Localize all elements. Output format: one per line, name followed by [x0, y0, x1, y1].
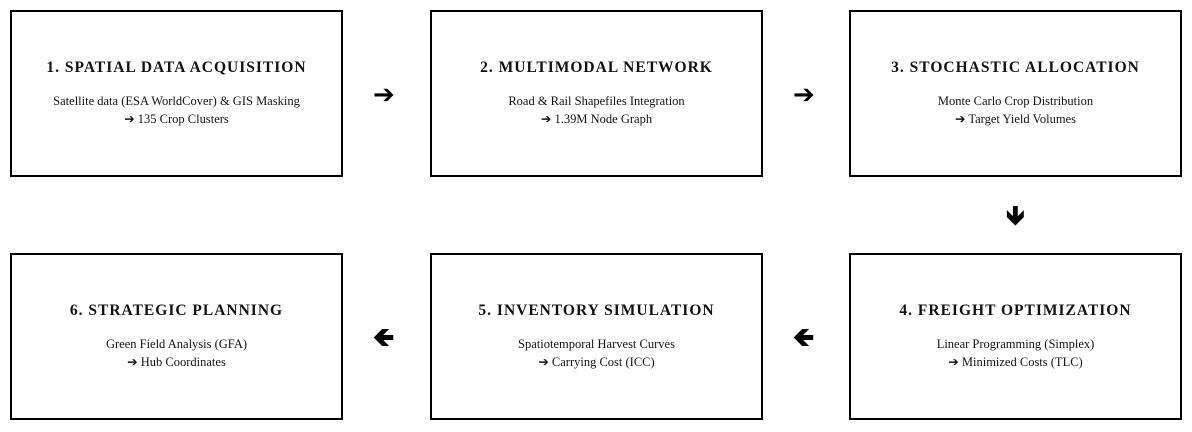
- left-arrow-icon: 🡸: [793, 323, 815, 353]
- step-title: 1. SPATIAL DATA ACQUISITION: [46, 59, 307, 76]
- step-title: 2. MULTIMODAL NETWORK: [480, 59, 713, 76]
- step-output: ➔ Carrying Cost (ICC): [538, 355, 655, 369]
- down-arrow-icon: 🡻: [1006, 201, 1025, 231]
- step-title: 3. STOCHASTIC ALLOCATION: [891, 59, 1140, 76]
- step-output: ➔ Hub Coordinates: [127, 355, 226, 369]
- step-title: 6. STRATEGIC PLANNING: [69, 302, 284, 319]
- step-description: Road & Rail Shapefiles Integration: [508, 94, 685, 108]
- step-description: Green Field Analysis (GFA): [105, 337, 248, 351]
- step-output: ➔ Minimized Costs (TLC): [948, 355, 1083, 369]
- step-output: ➔ 1.39M Node Graph: [540, 112, 653, 126]
- step-box-multimodal-network: 2. MULTIMODAL NETWORK Road & Rail Shapef…: [430, 10, 763, 177]
- step-box-strategic-planning: 6. STRATEGIC PLANNING Green Field Analys…: [10, 253, 343, 420]
- step-output: ➔ Target Yield Volumes: [954, 112, 1077, 126]
- step-title: 4. FREIGHT OPTIMIZATION: [899, 302, 1132, 319]
- step-box-inventory-simulation: 5. INVENTORY SIMULATION Spatiotemporal H…: [430, 253, 763, 420]
- right-arrow-icon: ➔: [793, 80, 815, 110]
- step-box-freight-optimization: 4. FREIGHT OPTIMIZATION Linear Programmi…: [849, 253, 1182, 420]
- right-arrow-icon: ➔: [373, 80, 395, 110]
- left-arrow-icon: 🡸: [373, 323, 395, 353]
- step-output: ➔ 135 Crop Clusters: [124, 112, 229, 126]
- step-description: Satellite data (ESA WorldCover) & GIS Ma…: [53, 94, 300, 108]
- step-description: Monte Carlo Crop Distribution: [937, 94, 1094, 108]
- step-box-spatial-data-acquisition: 1. SPATIAL DATA ACQUISITION Satellite da…: [10, 10, 343, 177]
- step-description: Spatiotemporal Harvest Curves: [518, 337, 675, 351]
- step-box-stochastic-allocation: 3. STOCHASTIC ALLOCATION Monte Carlo Cro…: [849, 10, 1182, 177]
- step-title: 5. INVENTORY SIMULATION: [478, 302, 715, 319]
- step-description: Linear Programming (Simplex): [936, 337, 1095, 351]
